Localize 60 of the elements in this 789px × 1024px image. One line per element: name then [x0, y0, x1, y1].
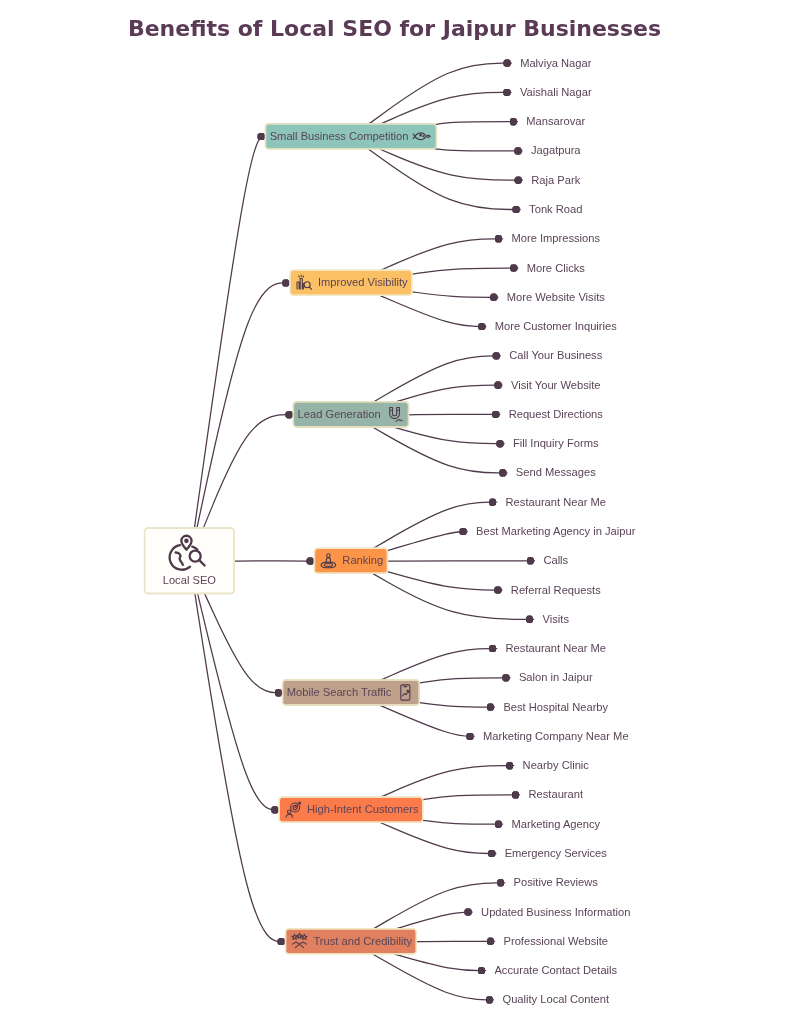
node-text: Jagatpura	[531, 144, 581, 157]
connector	[379, 294, 488, 331]
node-text: Professional Website	[503, 935, 609, 947]
connector	[422, 819, 504, 829]
node-text: Tonk Road	[529, 203, 583, 216]
node-text: Visits	[542, 613, 570, 625]
node-text: Positive Reviews	[513, 876, 599, 889]
node-text: Quality Local Content	[502, 993, 610, 1006]
connector	[387, 570, 504, 595]
connector	[372, 426, 509, 478]
node-text: Calls	[543, 554, 569, 567]
node-text: Mansarovar	[526, 115, 586, 128]
connector	[434, 117, 519, 126]
connector	[368, 58, 513, 125]
connector	[368, 148, 522, 214]
connector	[416, 937, 497, 946]
connector	[387, 556, 536, 565]
connector	[411, 291, 500, 302]
title: Benefits of Local SEO for Jaipur Businesses	[126, 15, 663, 43]
node-text: More Customer Inquiries	[495, 320, 618, 333]
node-text: Nearby Clinic	[522, 759, 590, 772]
connector	[394, 426, 506, 448]
connector	[372, 573, 536, 624]
node-text: Send Messages	[516, 466, 597, 479]
node-text: Restaurant Near Me	[505, 495, 607, 508]
node-text: More Clicks	[526, 261, 586, 274]
connector	[379, 821, 498, 858]
node-text: Best Marketing Agency in Jaipur	[476, 525, 636, 538]
connector	[419, 702, 496, 712]
node-text: Raja Park	[531, 173, 581, 186]
connector	[379, 148, 524, 185]
connector	[434, 146, 524, 156]
connector	[372, 351, 502, 403]
connector	[422, 790, 522, 801]
connector	[372, 878, 507, 930]
node-text: Vaishali Nagar	[520, 86, 592, 98]
node-text: Marketing Company Near Me	[483, 730, 629, 742]
node-text: Marketing Agency	[511, 817, 601, 830]
node-text: Call Your Business	[509, 349, 603, 362]
node-text: Accurate Contact Details	[494, 964, 618, 977]
node-text: Best Hospital Nearby	[503, 700, 609, 713]
node-text: More Impressions	[511, 232, 601, 245]
connector	[387, 527, 469, 552]
node-text: Visit Your Website	[511, 378, 601, 391]
node-text: Referral Requests	[511, 583, 602, 596]
connector	[419, 673, 512, 684]
node-text: Request Directions	[508, 408, 604, 420]
connector	[394, 953, 487, 975]
node-text: Fill Inquiry Forms	[513, 437, 599, 450]
connector	[372, 953, 496, 1005]
node-text: Malviya Nagar	[520, 56, 592, 69]
connector	[408, 410, 502, 419]
node-text: Restaurant	[528, 788, 584, 801]
connector	[379, 704, 476, 741]
node-text: More Website Visits	[507, 291, 606, 303]
connector	[372, 498, 499, 550]
node-text: Updated Business Information	[481, 905, 631, 918]
node-text: Salon in Jaipur	[519, 671, 593, 684]
node-text: Restaurant Near Me	[505, 642, 607, 655]
node-text: Emergency Services	[504, 847, 608, 860]
